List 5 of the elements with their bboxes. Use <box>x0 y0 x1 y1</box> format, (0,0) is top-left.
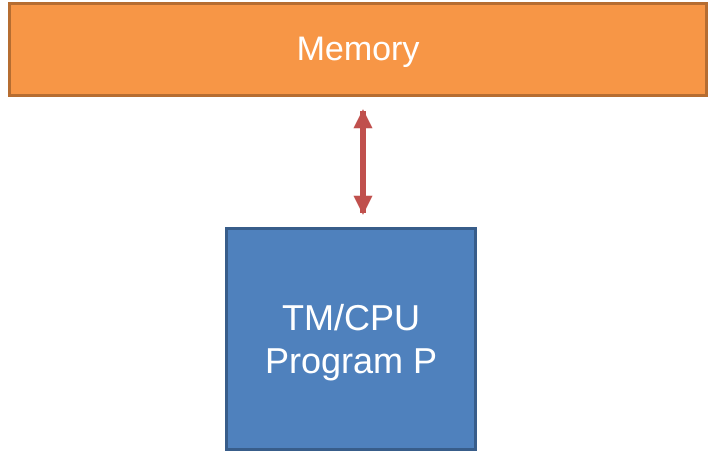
memory-block <box>8 2 708 97</box>
node-label: TM/CPU Program P <box>264 296 438 382</box>
node-label: Memory <box>296 29 420 70</box>
processor-box <box>225 227 477 451</box>
double-arrow <box>353 109 373 215</box>
